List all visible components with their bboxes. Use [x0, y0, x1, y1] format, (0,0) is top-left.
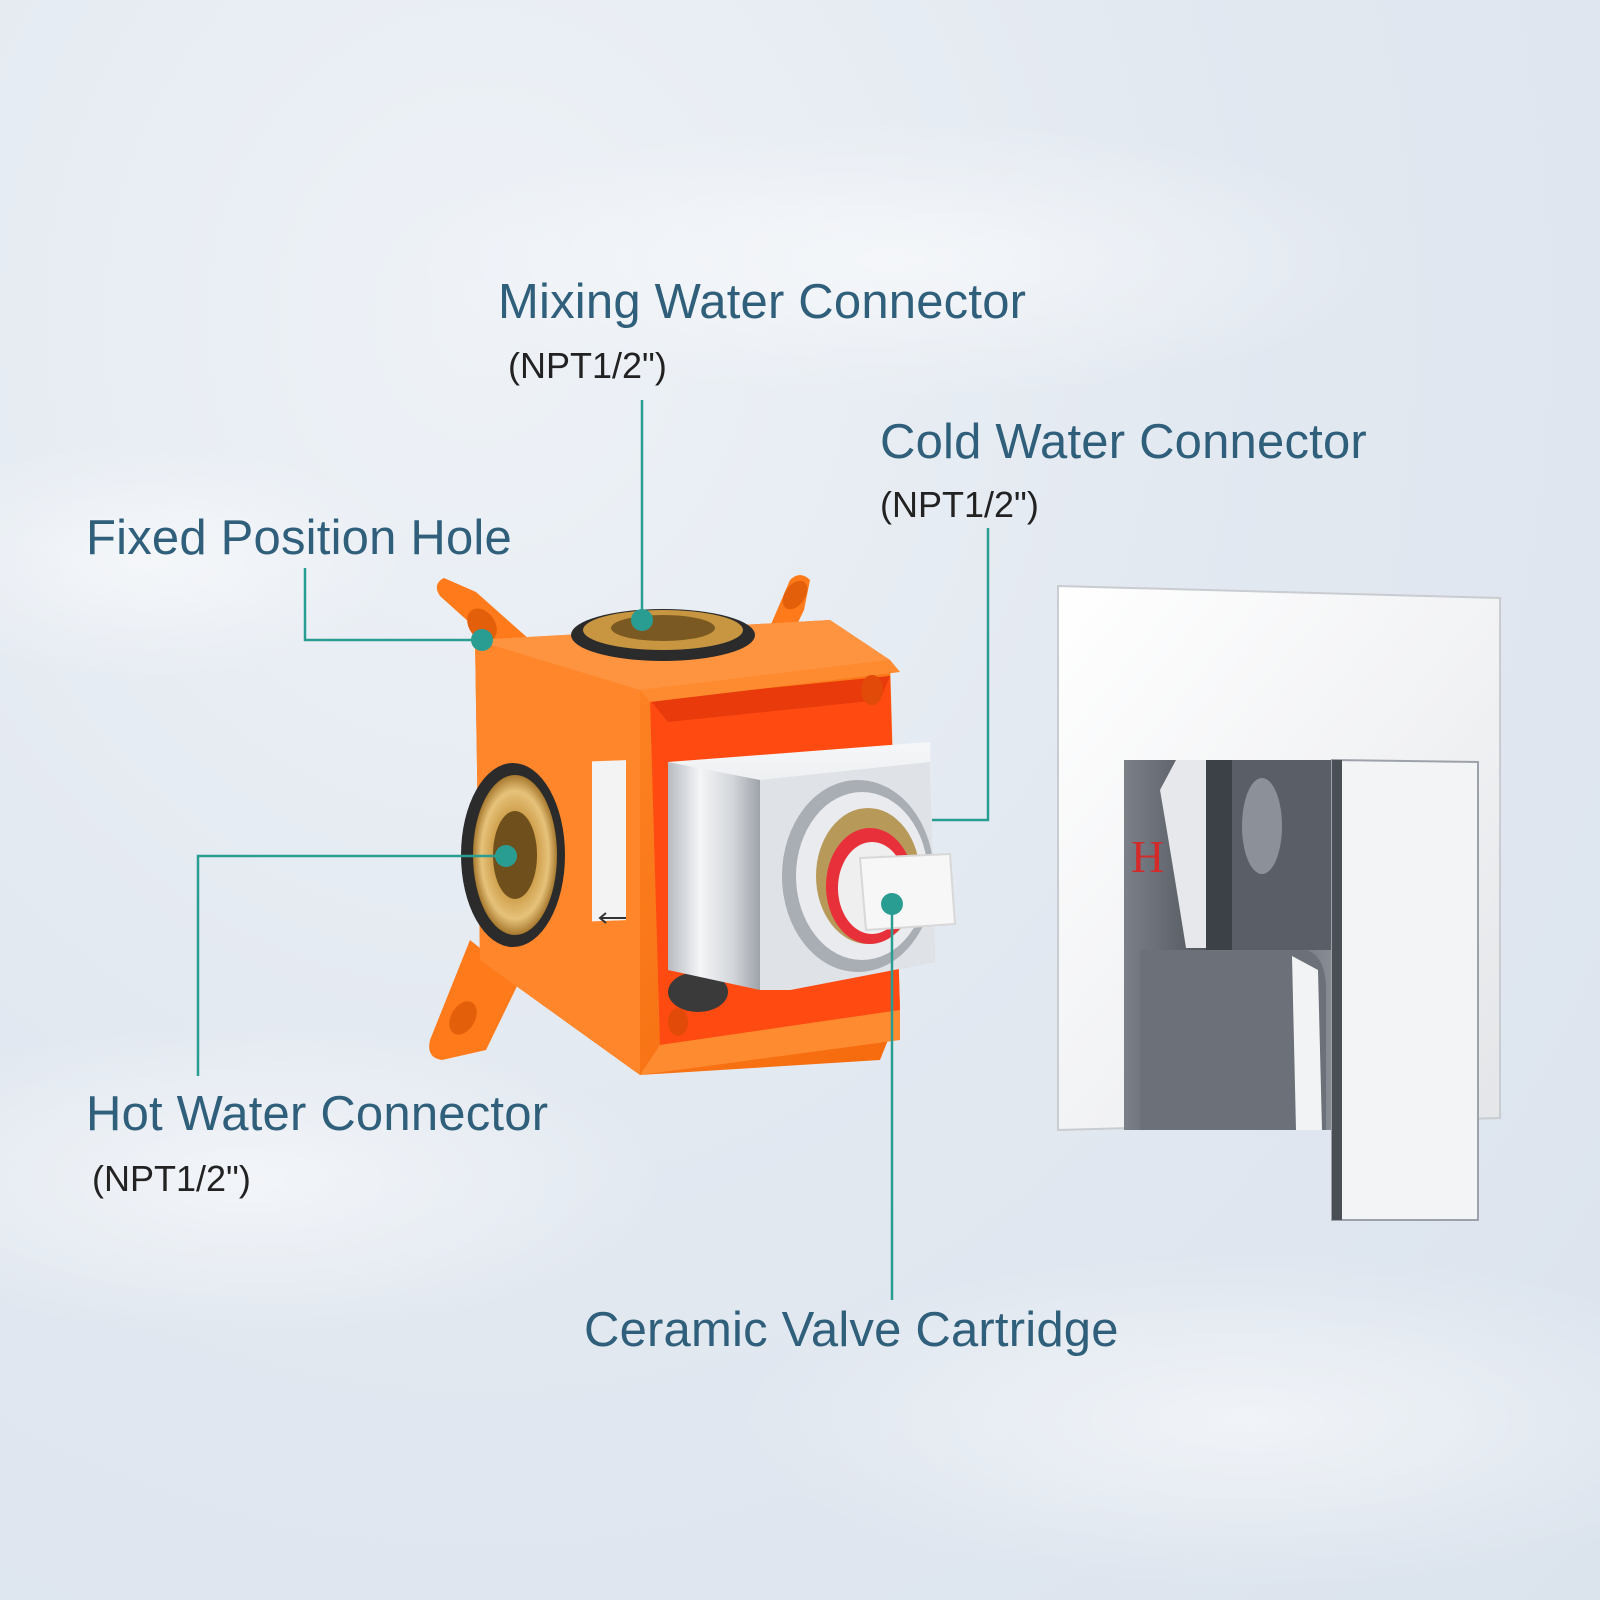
- leader-fixed: [303, 568, 482, 642]
- leader-cold: [932, 528, 990, 822]
- label-mixing-spec: (NPT1/2"): [508, 345, 667, 386]
- label-cold-title: Cold Water Connector: [880, 415, 1367, 469]
- dot-hot: [495, 845, 517, 867]
- background-clouds: [0, 120, 1600, 1590]
- direction-sticker: [592, 760, 626, 922]
- dot-mixing: [631, 609, 653, 631]
- arrow-icon: [598, 912, 626, 924]
- label-ceramic-title: Ceramic Valve Cartridge: [584, 1303, 1119, 1357]
- leader-hot: [196, 854, 506, 1076]
- trim-plate: H: [1057, 584, 1501, 1221]
- label-hot-title: Hot Water Connector: [86, 1087, 549, 1141]
- dot-fixed: [471, 629, 493, 651]
- mixing-port: [571, 609, 755, 661]
- label-mixing-title: Mixing Water Connector: [498, 275, 1027, 329]
- hot-mark: H: [1131, 831, 1164, 882]
- leader-dots: [471, 609, 903, 915]
- label-fixed-title: Fixed Position Hole: [86, 511, 512, 565]
- leader-lines: [196, 400, 990, 1300]
- valve-cartridge: [668, 742, 957, 990]
- dot-ceramic: [881, 893, 903, 915]
- label-hot-spec: (NPT1/2"): [92, 1158, 251, 1199]
- label-cold-spec: (NPT1/2"): [880, 484, 1039, 525]
